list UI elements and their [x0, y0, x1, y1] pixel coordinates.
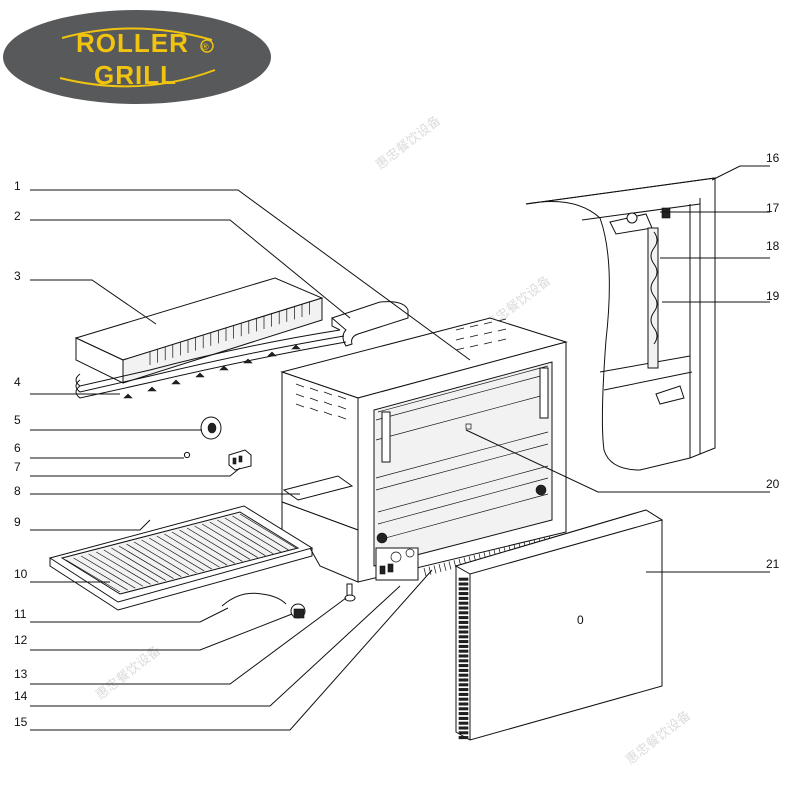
callout-9: 9: [14, 515, 21, 529]
part-indicator-light: [183, 451, 191, 459]
watermark: 惠忠餐饮设备: [623, 708, 694, 769]
callout-19: 19: [766, 289, 780, 303]
callout-16: 16: [766, 151, 780, 165]
logo-line-1: ROLLER: [76, 28, 189, 58]
callout-1: 1: [14, 179, 21, 193]
logo-line-2: GRILL: [94, 60, 177, 90]
part-drip-tray: [48, 505, 314, 611]
part-knob: [200, 416, 222, 440]
part-heating-elements: [75, 329, 347, 399]
callout-10: 10: [14, 567, 28, 581]
part-handle: [331, 301, 409, 347]
callout-17: 17: [766, 201, 780, 215]
part-terminal-block: [228, 449, 252, 471]
part-side-panel: [525, 177, 716, 471]
part-door: 0: [454, 509, 664, 741]
callout-2: 2: [14, 209, 21, 223]
callout-21: 21: [766, 557, 780, 571]
callout-numbers: 1 2 3 4 5 6 7 8 9 10 11 12 13 14 15 16 1…: [14, 151, 780, 729]
callout-12: 12: [14, 633, 28, 647]
callout-13: 13: [14, 667, 28, 681]
callout-3: 3: [14, 269, 21, 283]
callout-18: 18: [766, 239, 780, 253]
part-top-cover: [74, 277, 324, 384]
door-knob-label: 0: [577, 613, 584, 627]
callout-15: 15: [14, 715, 28, 729]
roller-grill-logo: ROLLER GRILL ®: [3, 10, 271, 104]
callout-7: 7: [14, 460, 21, 474]
part-switch: [290, 603, 306, 619]
callout-14: 14: [14, 689, 28, 703]
leader-lines: [30, 165, 770, 731]
callout-20: 20: [766, 477, 780, 491]
watermark: 惠忠餐饮设备: [373, 113, 444, 174]
callout-5: 5: [14, 413, 21, 427]
callout-4: 4: [14, 375, 21, 389]
watermark: 惠忠餐饮设备: [93, 643, 164, 704]
callout-8: 8: [14, 484, 21, 498]
callout-11: 11: [14, 607, 27, 621]
callout-6: 6: [14, 441, 21, 455]
logo-registered-mark: ®: [202, 42, 209, 52]
oven-body: [280, 317, 568, 583]
part-cable: [221, 592, 287, 607]
part-screw-foot: [344, 583, 356, 602]
part-base-rail: [282, 475, 354, 501]
